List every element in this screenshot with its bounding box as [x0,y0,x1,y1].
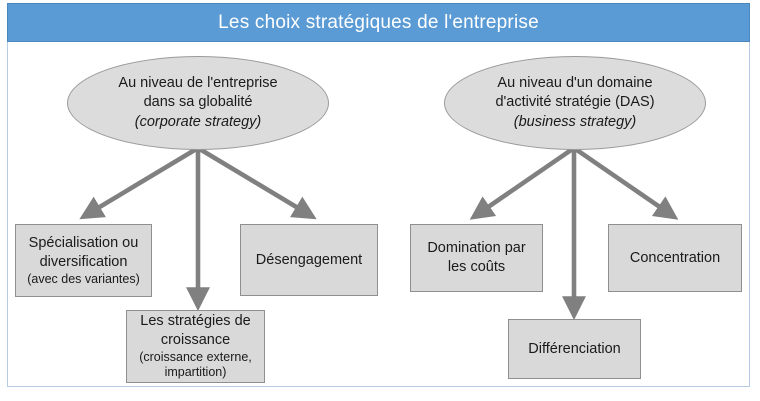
box-differenciation[interactable]: Différenciation [508,319,641,379]
box-croissance-line1: Les stratégies de [140,313,251,330]
box-croissance-sub1: (croissance externe, [139,349,252,364]
box-domination-par-les-couts[interactable]: Domination par les coûts [410,224,543,292]
box-desengagement[interactable]: Désengagement [240,224,378,296]
node-business-line2: d'activité stratégie (DAS) [495,94,655,111]
box-specialisation-line1: Spécialisation ou [28,234,139,251]
page-title: Les choix stratégiques de l'entreprise [218,11,539,33]
box-specialisation-line2: diversification [39,253,128,270]
box-croissance-sub2: impartition) [164,365,227,380]
box-domination-line1: Domination par [427,240,526,257]
box-specialisation-diversification[interactable]: Spécialisation ou diversification (avec … [15,224,152,297]
node-corporate-strategy[interactable]: Au niveau de l'entreprise dans sa global… [67,56,329,150]
node-corporate-line3: (corporate strategy) [134,113,262,130]
box-concentration-line1: Concentration [629,249,721,266]
box-domination-line2: les coûts [447,259,506,275]
node-corporate-line2: dans sa globalité [143,94,253,111]
node-business-strategy[interactable]: Au niveau d'un domaine d'activité straté… [444,56,706,150]
title-banner: Les choix stratégiques de l'entreprise [7,3,750,42]
box-desengagement-line1: Désengagement [255,251,363,268]
node-business-line1: Au niveau d'un domaine [497,75,653,92]
box-differenciation-line1: Différenciation [528,340,621,357]
box-specialisation-sub: (avec des variantes) [27,271,140,286]
box-concentration[interactable]: Concentration [608,224,742,292]
box-croissance-line2: croissance [160,331,231,348]
node-business-line3: (business strategy) [513,113,637,130]
box-strategies-croissance[interactable]: Les stratégies de croissance (croissance… [126,310,265,383]
node-corporate-line1: Au niveau de l'entreprise [118,75,278,92]
